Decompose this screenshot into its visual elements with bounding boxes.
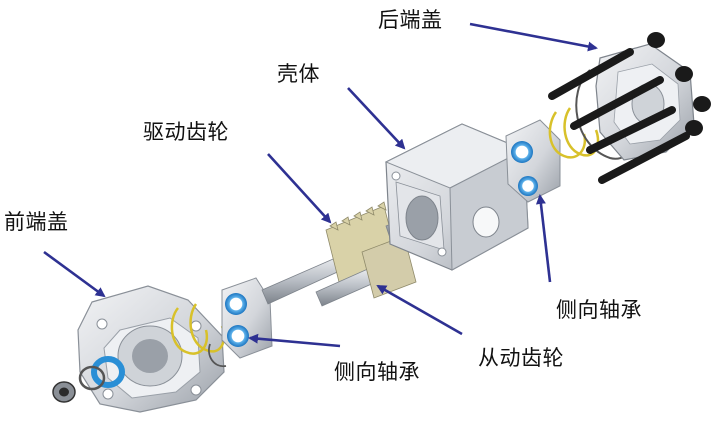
bolt-heads [647, 32, 711, 136]
leader-arrows [43, 22, 598, 348]
arrow-side-bearing-lower [248, 333, 341, 348]
shaft-seal-part [52, 356, 125, 403]
label-housing: 壳体 [277, 62, 320, 86]
label-side-bearing-right: 侧向轴承 [556, 298, 642, 322]
arrow-rear-end-cover [469, 22, 598, 52]
side-bearing-right-part [505, 119, 561, 203]
arrow-side-bearing-right [535, 194, 552, 283]
arrow-driven-gear [376, 284, 463, 336]
arrow-front-end-cover [43, 250, 106, 298]
label-side-bearing-lower: 侧向轴承 [334, 360, 420, 384]
bolts [548, 48, 690, 184]
label-drive-gear: 驱动齿轮 [143, 120, 229, 144]
label-rear-end-cover: 后端盖 [378, 8, 443, 32]
arrow-drive-gear [267, 153, 332, 224]
arrow-housing [347, 87, 406, 150]
label-driven-gear: 从动齿轮 [478, 346, 564, 370]
label-front-end-cover: 前端盖 [4, 210, 69, 234]
